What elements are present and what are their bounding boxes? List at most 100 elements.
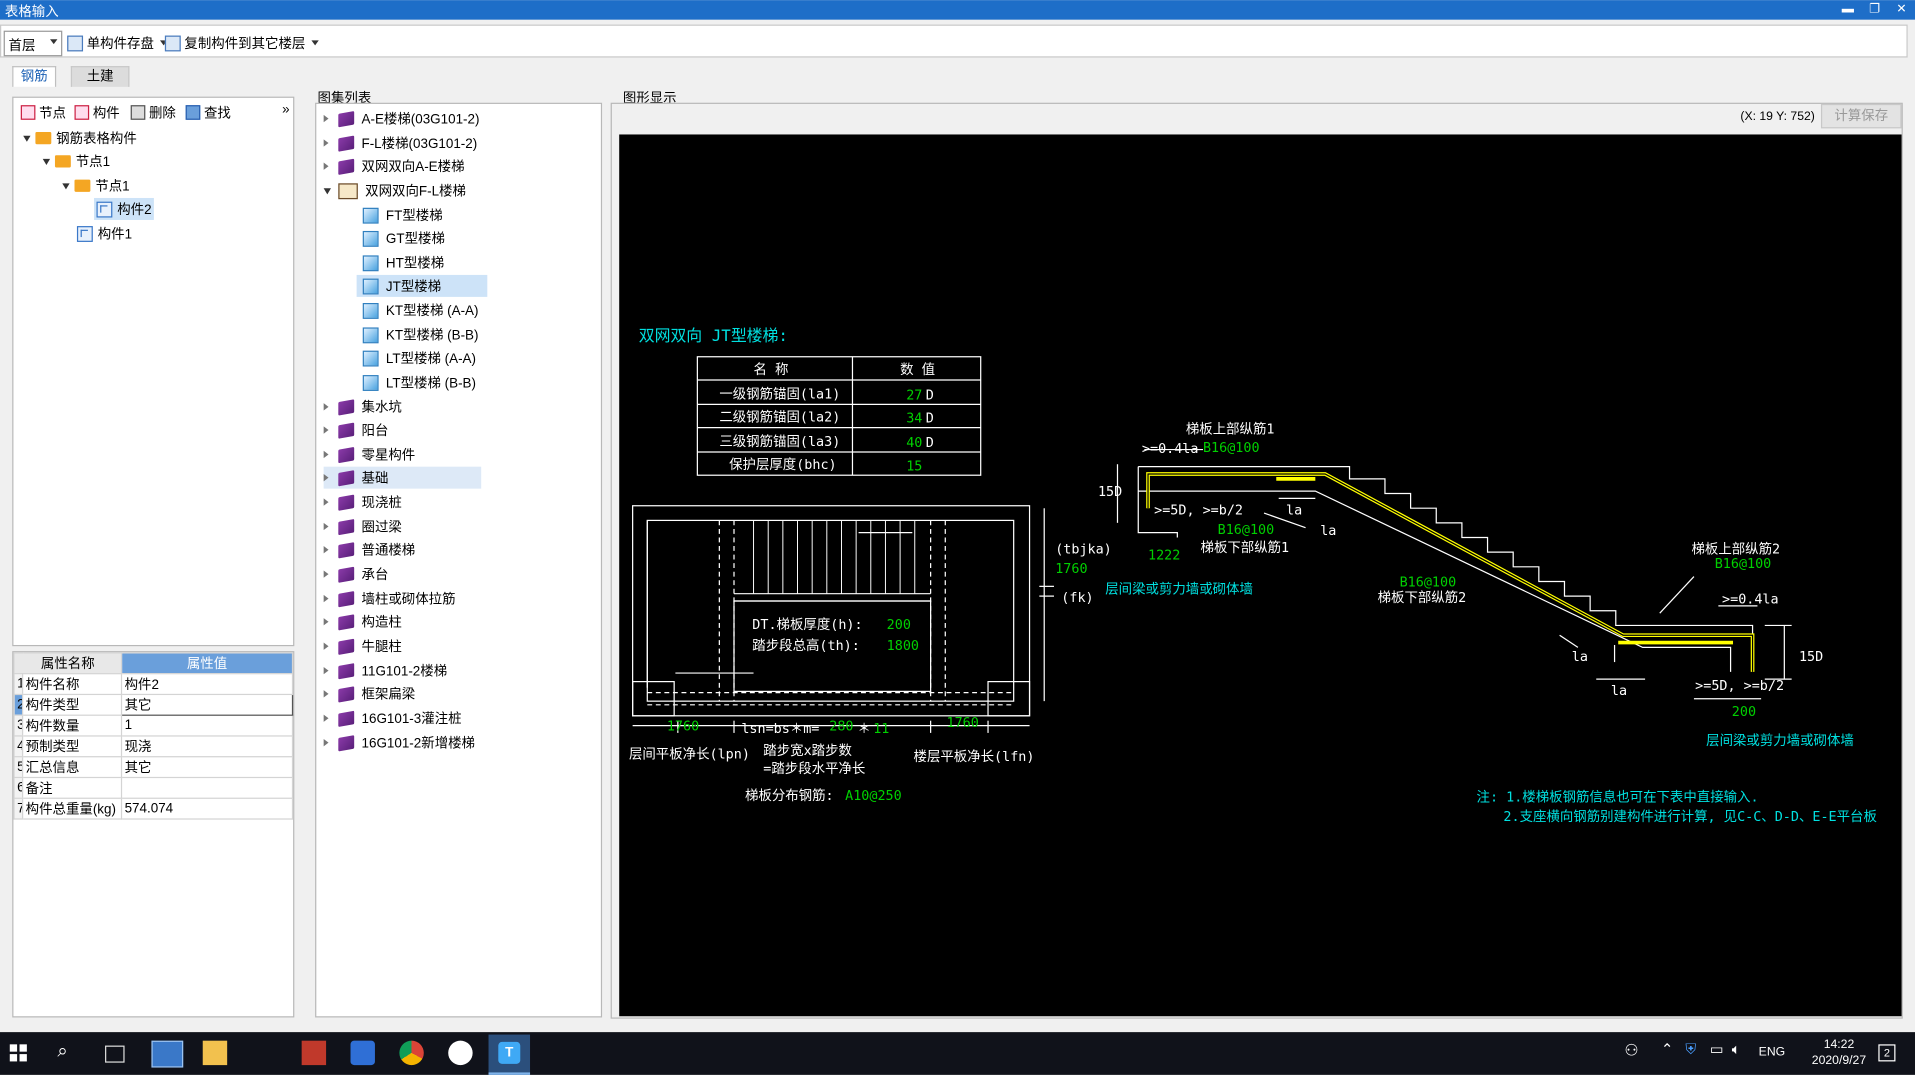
step-height-value[interactable]: 1800 [887,639,919,654]
atlas-item[interactable]: F-L楼梯(03G101-2) [323,132,477,154]
m-value[interactable]: 11 [873,722,889,737]
archive-app-icon[interactable] [301,1040,327,1066]
param-value[interactable]: 40 [906,436,922,451]
atlas-subitem[interactable]: LT型楼梯 (A-A) [362,347,476,369]
start-icon[interactable] [9,1044,27,1062]
bs-value[interactable]: 280 [829,719,853,734]
atlas-subitem[interactable]: KT型楼梯 (A-A) [362,299,478,321]
property-value[interactable] [120,776,294,799]
atlas-item[interactable]: 双网双向F-L楼梯 [323,180,466,202]
app-icon[interactable] [448,1040,473,1066]
property-row[interactable]: 1构件名称构件2 [13,673,294,696]
atlas-item[interactable]: 双网双向A-E楼梯 [323,155,465,177]
bottom-rebar-1-value[interactable]: B16@100 [1218,523,1275,538]
tree-node-1[interactable]: 节点1 [42,150,110,172]
task-view-icon[interactable] [105,1045,125,1063]
delete-button[interactable]: 删除 [130,103,176,123]
property-value[interactable]: 现浇 [120,735,294,758]
property-value[interactable]: 1 [120,714,294,737]
top-rebar-1-value[interactable]: B16@100 [1203,441,1260,456]
property-row[interactable]: 7构件总重量(kg)574.074 [13,797,294,820]
atlas-subitem[interactable]: FT型楼梯 [362,204,443,226]
atlas-item[interactable]: 阳台 [323,419,388,441]
property-row[interactable]: 4预制类型现浇 [13,735,294,758]
network-icon[interactable]: ▭ [1709,1040,1724,1058]
lfn-value[interactable]: 1760 [947,716,979,731]
bottom-rebar-2-value[interactable]: B16@100 [1400,575,1457,590]
atlas-item[interactable]: 牛腿柱 [323,635,402,657]
search-icon[interactable]: ⌕ [57,1040,68,1062]
property-row[interactable]: 3构件数量1 [13,714,294,737]
tree-node-1-child[interactable]: 节点1 [62,175,130,197]
atlas-item[interactable]: 零星构件 [323,443,415,465]
minimize-icon[interactable]: ▬ [1841,2,1854,17]
property-value[interactable]: 574.074 [120,797,294,820]
plate-thickness-value[interactable]: 200 [887,618,911,633]
atlas-subitem[interactable]: GT型楼梯 [362,227,445,249]
atlas-subitem-selected[interactable]: JT型楼梯 [356,274,488,297]
atlas-subitem[interactable]: HT型楼梯 [362,252,444,274]
tab-rebar[interactable]: 钢筋 [12,66,57,87]
notification-icon[interactable]: 2 [1878,1044,1896,1062]
atlas-item[interactable]: 现浇桩 [323,491,402,513]
people-icon[interactable]: ⚇ [1624,1040,1639,1059]
file-explorer-icon[interactable] [202,1040,228,1066]
property-value[interactable]: 其它 [120,693,294,716]
atlas-item[interactable]: 集水坑 [323,396,402,418]
top-rebar-2-value[interactable]: B16@100 [1715,557,1772,572]
volume-icon[interactable]: 🔈︎ [1731,1040,1741,1058]
param-value[interactable]: 34 [906,412,922,427]
calc-app-icon[interactable] [151,1040,184,1068]
atlas-item[interactable]: 基础 [323,466,482,489]
chevron-up-icon[interactable]: ⌃ [1660,1040,1674,1058]
expand-icon [323,473,329,482]
calc-save-button[interactable]: 计算保存 [1820,103,1902,129]
add-node-button[interactable]: 节点 [20,103,66,123]
wps-icon[interactable] [350,1040,375,1066]
atlas-item[interactable]: 普通楼梯 [323,539,415,561]
param-value[interactable]: 27 [906,388,922,403]
param-value[interactable]: 15 [906,459,922,474]
property-value[interactable]: 构件2 [120,673,294,696]
atlas-item[interactable]: 16G101-3灌注桩 [323,707,462,729]
distribution-rebar-value[interactable]: A10@250 [845,789,902,804]
atlas-subitem[interactable]: KT型楼梯 (B-B) [362,324,478,346]
active-app-icon[interactable]: T [488,1034,531,1075]
more-tools-icon[interactable]: » [282,102,290,118]
atlas-item[interactable]: 墙柱或砌体拉筋 [323,588,456,610]
atlas-item[interactable]: A-E楼梯(03G101-2) [323,108,479,130]
tbjka-value[interactable]: 1760 [1055,562,1087,577]
shield-icon[interactable]: ⛨ [1685,1040,1697,1058]
language-indicator[interactable]: ENG [1758,1045,1786,1059]
atlas-item[interactable]: 圈过梁 [323,516,402,538]
property-row[interactable]: 5汇总信息其它 [13,756,294,779]
property-value[interactable]: 其它 [120,756,294,779]
save-single-button[interactable]: 单构件存盘 [67,33,168,53]
clock[interactable]: 14:22 2020/9/27 [1812,1037,1866,1069]
floor-select[interactable]: 首层 [3,30,63,57]
drawing-canvas[interactable]: 双网双向 JT型楼梯: 名 称 数 值 一级钢筋锚固(la1) 27 D 二级钢… [619,134,1902,1017]
restore-icon[interactable]: ❐ [1869,2,1881,17]
save-single-label: 单构件存盘 [86,36,154,52]
expand-icon [42,158,51,165]
value-200[interactable]: 200 [1732,705,1756,720]
tree-component-2[interactable]: 构件2 [94,197,155,220]
tree-root[interactable]: 钢筋表格构件 [23,127,137,149]
lpn-value[interactable]: 1760 [667,719,699,734]
chrome-icon[interactable] [399,1040,424,1066]
atlas-item[interactable]: 构造柱 [323,611,402,633]
add-component-button[interactable]: 构件 [74,103,120,123]
atlas-item[interactable]: 框架扁梁 [323,683,415,705]
tab-civil[interactable]: 土建 [70,66,130,87]
value-1222[interactable]: 1222 [1148,548,1180,563]
atlas-item[interactable]: 承台 [323,563,388,585]
copy-to-floor-button[interactable]: 复制构件到其它楼层 [164,33,319,53]
find-button[interactable]: 查找 [185,103,231,123]
atlas-subitem[interactable]: LT型楼梯 (B-B) [362,371,476,393]
tree-component-1[interactable]: 构件1 [76,222,132,244]
close-icon[interactable]: ✕ [1896,2,1907,17]
atlas-item[interactable]: 16G101-2新增楼梯 [323,732,475,754]
atlas-item[interactable]: 11G101-2楼梯 [323,660,447,682]
property-row[interactable]: 6备注 [13,776,294,799]
